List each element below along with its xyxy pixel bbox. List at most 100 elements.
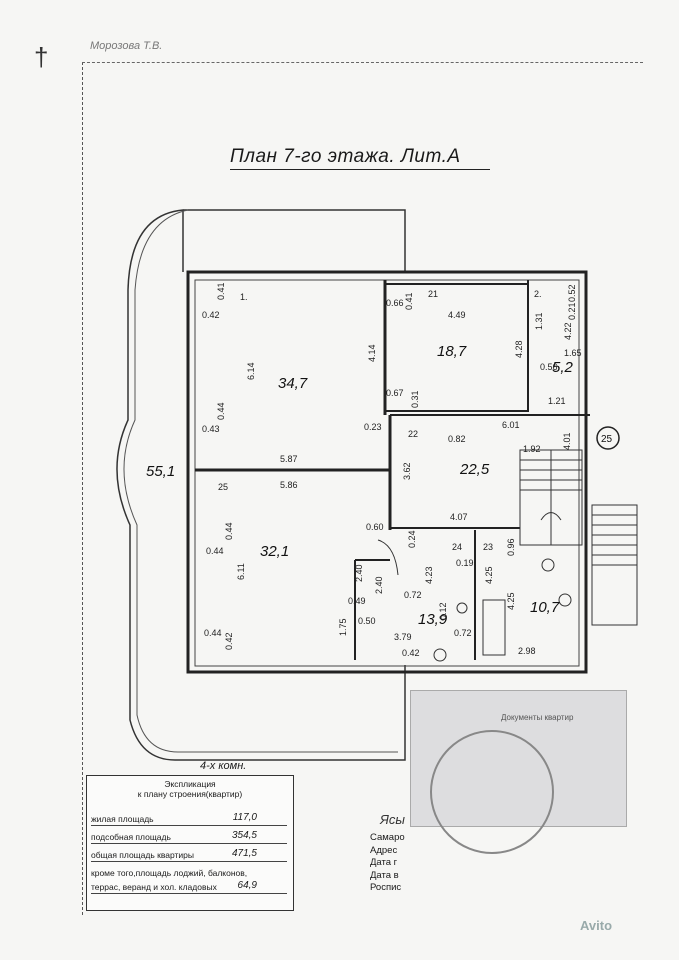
signature: Ясы [380, 812, 405, 827]
room-number: 25 [218, 482, 228, 492]
dimension: 0.44 [204, 628, 222, 638]
dimension: 4.25 [484, 566, 494, 584]
dimension: 4.25 [506, 592, 516, 610]
explication-row: жилая площадь 117,0 [91, 812, 287, 826]
room-number: 22 [408, 429, 418, 439]
explication-heading: Экспликация [164, 779, 216, 789]
dimension: 1.65 [564, 348, 582, 358]
dimension: 2.98 [518, 646, 536, 656]
dimension: 1.92 [523, 444, 541, 454]
dimension: 5.87 [280, 454, 298, 464]
explication-subheading: к плану строения(квартир) [137, 789, 243, 799]
outer-stairs [591, 504, 638, 626]
dimension: 0.42 [224, 632, 234, 650]
room-number: 1. [240, 292, 248, 302]
dimension: 0.31 [410, 390, 420, 408]
room-number: 24 [452, 542, 462, 552]
row-value: 471,5 [231, 848, 257, 859]
dimension: 4.23 [424, 566, 434, 584]
dimension: 0.19 [456, 558, 474, 568]
drawing-sheet [82, 62, 643, 915]
dimension: 0.24 [407, 530, 417, 548]
outer-walls [186, 270, 588, 674]
dimension: 2.40 [374, 576, 384, 594]
room-number: 21 [428, 289, 438, 299]
dimension: 0.49 [348, 596, 366, 606]
dimension: 1.21 [548, 396, 566, 406]
row-value: 117,0 [232, 812, 257, 823]
explication-table: Экспликация к плану строения(квартир) жи… [86, 775, 294, 911]
dimension: 0.23 [364, 422, 382, 432]
dimension: 0.42 [402, 648, 420, 658]
room-number: 23 [483, 542, 493, 552]
row-label: кроме того,площадь лоджий, балконов, [91, 868, 248, 878]
dimension: 4.49 [448, 310, 466, 320]
terrace-area: 55,1 [146, 463, 175, 480]
room-area: 34,7 [278, 375, 308, 392]
dimension: 0.41 [216, 282, 226, 300]
stamp-text: Документы квартир [501, 713, 574, 722]
dimension: 4.01 [562, 432, 572, 450]
form-line: Дата г [370, 857, 398, 868]
dimension: 0.67 [386, 388, 404, 398]
dimension: 0.44 [216, 402, 226, 420]
header-scribble: Морозова Т.В. [90, 40, 163, 52]
row-value: 64,9 [237, 880, 257, 891]
dimension: 4.07 [450, 512, 468, 522]
dimension: 0.72 [454, 628, 472, 638]
row-label: террас, веранд и хол. кладовых [91, 882, 217, 892]
sink-icon [541, 558, 555, 572]
dimension: 0.66 [386, 298, 404, 308]
rooms-count-label: 4-х комн. [200, 760, 247, 772]
dimension: 0.42 [202, 310, 220, 320]
row-label: жилая площадь [91, 814, 154, 824]
terrace-inner [123, 209, 398, 753]
dimension: 0.56 [540, 362, 558, 372]
dimension: 0.12 [438, 602, 448, 620]
stamp-seal-icon [430, 730, 554, 854]
dimension: 0.44 [206, 546, 224, 556]
dimension: 0.44 [224, 522, 234, 540]
row-label: общая площадь квартиры [91, 850, 195, 860]
dimension: 0.82 [448, 434, 466, 444]
dimension: 0.43 [202, 424, 220, 434]
room-area: 5,2 [552, 359, 574, 376]
row-label: подсобная площадь [91, 832, 171, 842]
dimension: 4.22 [563, 322, 573, 340]
dimension: 0.72 [404, 590, 422, 600]
dimension: 0.52 [567, 284, 577, 302]
watermark: Avito [580, 918, 613, 933]
circled-number-text: 25 [601, 434, 613, 445]
room-area: 13,9 [418, 611, 448, 628]
dimension: 0.21 [567, 302, 577, 320]
dimension: 6.01 [502, 420, 520, 430]
explication-row: кроме того,площадь лоджий, балконов, [91, 868, 287, 879]
dimension: 3.79 [394, 632, 412, 642]
door-icon [377, 539, 399, 576]
dimension: 0.96 [506, 538, 516, 556]
explication-row: террас, веранд и хол. кладовых 64,9 [91, 880, 287, 894]
form-line: Роспис [370, 882, 402, 893]
form-line: Адрес [370, 844, 398, 856]
dimension: 6.14 [246, 362, 256, 380]
form-line: Дата в [370, 869, 399, 881]
explication-row: общая площадь квартиры 471,5 [91, 848, 287, 862]
room-area: 10,7 [530, 599, 560, 616]
dimension: 0.50 [358, 616, 376, 626]
bathtub-icon [482, 599, 506, 656]
dimension: 4.14 [367, 344, 377, 362]
dimension: 0.60 [366, 522, 384, 532]
sink-icon [558, 593, 572, 607]
room-area: 18,7 [437, 343, 467, 360]
circled-number [596, 426, 620, 450]
room-number: 2. [534, 289, 542, 299]
staircase [519, 449, 583, 546]
row-value: 354,5 [231, 830, 257, 841]
sink-icon [456, 602, 468, 614]
toilet-icon [433, 648, 447, 662]
room-area: 22,5 [459, 461, 490, 478]
terrace-outline [116, 209, 406, 761]
cert-form: Самаро Адрес Дата г Дата в Роспис [370, 832, 600, 917]
room-area: 32,1 [260, 543, 289, 560]
